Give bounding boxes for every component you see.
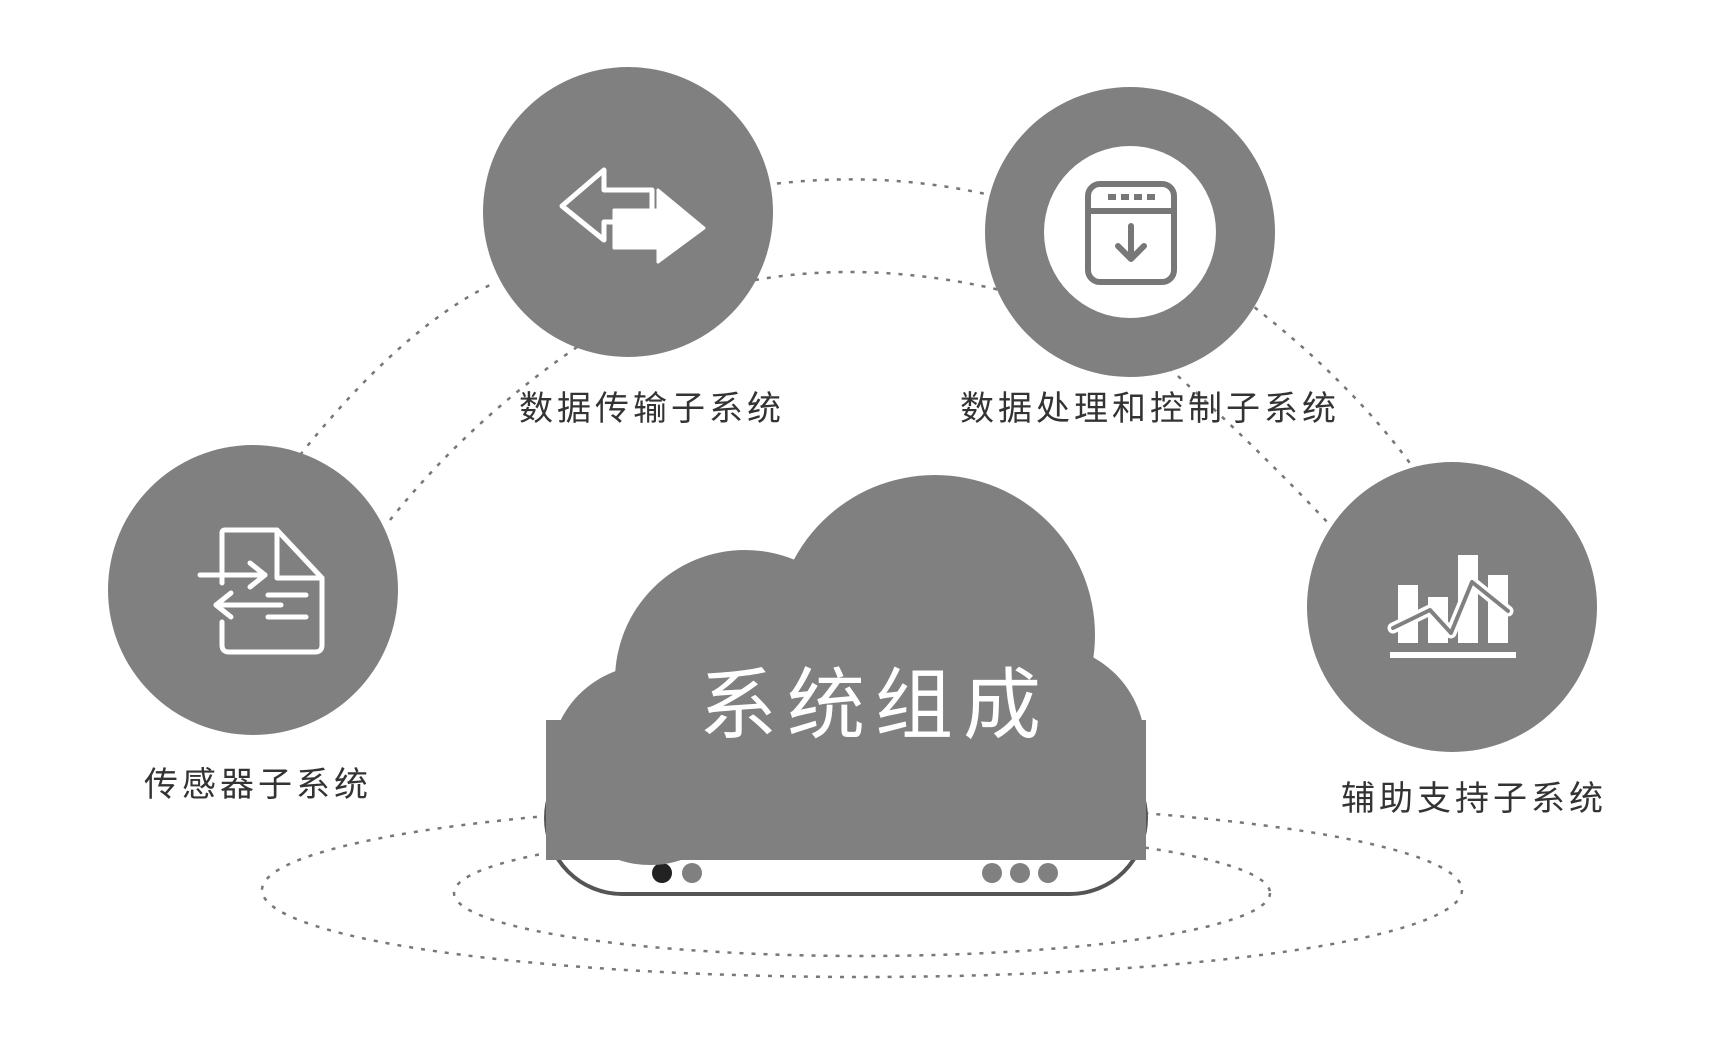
inner-orbit-ellipse <box>452 828 1272 958</box>
cloud-shape <box>546 475 1146 865</box>
title-bar-dots <box>1108 194 1155 200</box>
dock-dot <box>1010 863 1030 883</box>
dock-dot-active <box>652 863 672 883</box>
dock-dot <box>682 863 702 883</box>
outer-orbit-ellipse <box>260 801 1464 979</box>
window-download-icon <box>1085 181 1177 285</box>
node-support: 辅助支持子系统 <box>1307 462 1607 819</box>
bidirectional-arrows-icon <box>559 167 706 264</box>
document-exchange-icon <box>197 527 325 655</box>
bar-line-chart-icon <box>1387 555 1516 658</box>
outer-arc-top <box>764 178 991 197</box>
dock-dot <box>982 863 1002 883</box>
dock-dot <box>1038 863 1058 883</box>
node-processing: 数据处理和控制子系统 <box>960 87 1340 429</box>
node-label: 数据传输子系统 <box>519 389 785 429</box>
node-circle <box>108 445 398 735</box>
node-transmission: 数据传输子系统 <box>483 67 785 429</box>
center-title: 系统组成 <box>699 661 1051 751</box>
node-label: 传感器子系统 <box>144 765 372 805</box>
node-label: 辅助支持子系统 <box>1341 779 1607 819</box>
outer-arc <box>299 283 491 456</box>
connector-arcs <box>260 178 1464 979</box>
inner-arc-top <box>754 270 1001 292</box>
node-circle <box>1307 462 1597 752</box>
inner-arc-left <box>389 343 581 521</box>
inner-arc-right <box>1159 359 1331 526</box>
node-label: 数据处理和控制子系统 <box>960 389 1340 429</box>
node-sensor: 传感器子系统 <box>108 445 398 805</box>
outer-arc-right <box>1244 299 1417 471</box>
